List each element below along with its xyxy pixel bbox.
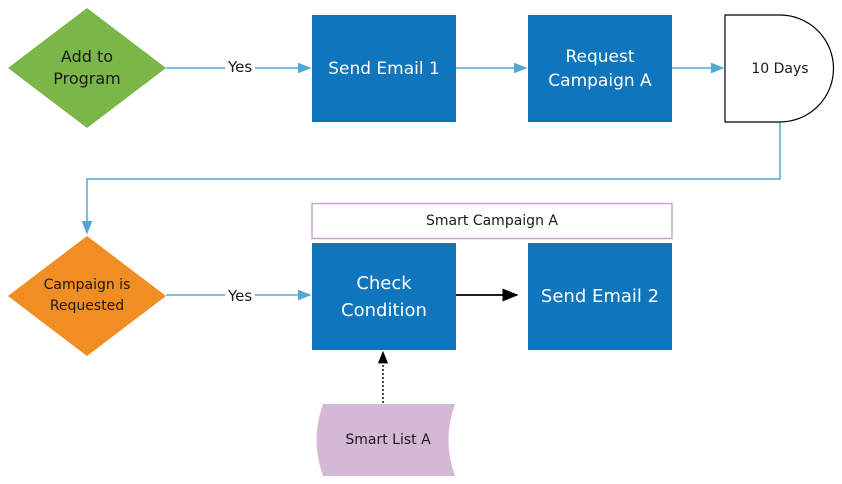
smart-list-a-storage-shape (316, 404, 455, 476)
smart-campaign-a-container (311, 202, 673, 240)
send-email-1-label: Send Email 1 (328, 58, 440, 79)
edge-wait-to-campaign (81, 122, 781, 235)
send-email-1-box (312, 15, 456, 122)
check-condition-label: Check Condition (341, 272, 427, 321)
smart-campaign-a-label: Smart Campaign A (426, 213, 558, 229)
send-email-2-label: Send Email 2 (540, 285, 660, 307)
campaign-requested-label: Campaign is Requested (43, 277, 131, 314)
check-condition-box (312, 243, 456, 350)
ten-days-label: 10 Days (751, 60, 809, 77)
add-to-program-label: Add to Program (53, 47, 121, 88)
yes-label-top: Yes (225, 59, 256, 75)
request-campaign-a-box (528, 15, 672, 122)
ten-days-delay-shape (724, 14, 835, 123)
campaign-requested-decision (8, 236, 166, 356)
yes-label-bottom: Yes (225, 288, 256, 304)
send-email-2-box (528, 243, 672, 350)
request-campaign-a-label: Request Campaign A (548, 46, 652, 91)
smart-list-a-label: Smart List A (345, 432, 431, 448)
add-to-program-decision (8, 8, 166, 128)
